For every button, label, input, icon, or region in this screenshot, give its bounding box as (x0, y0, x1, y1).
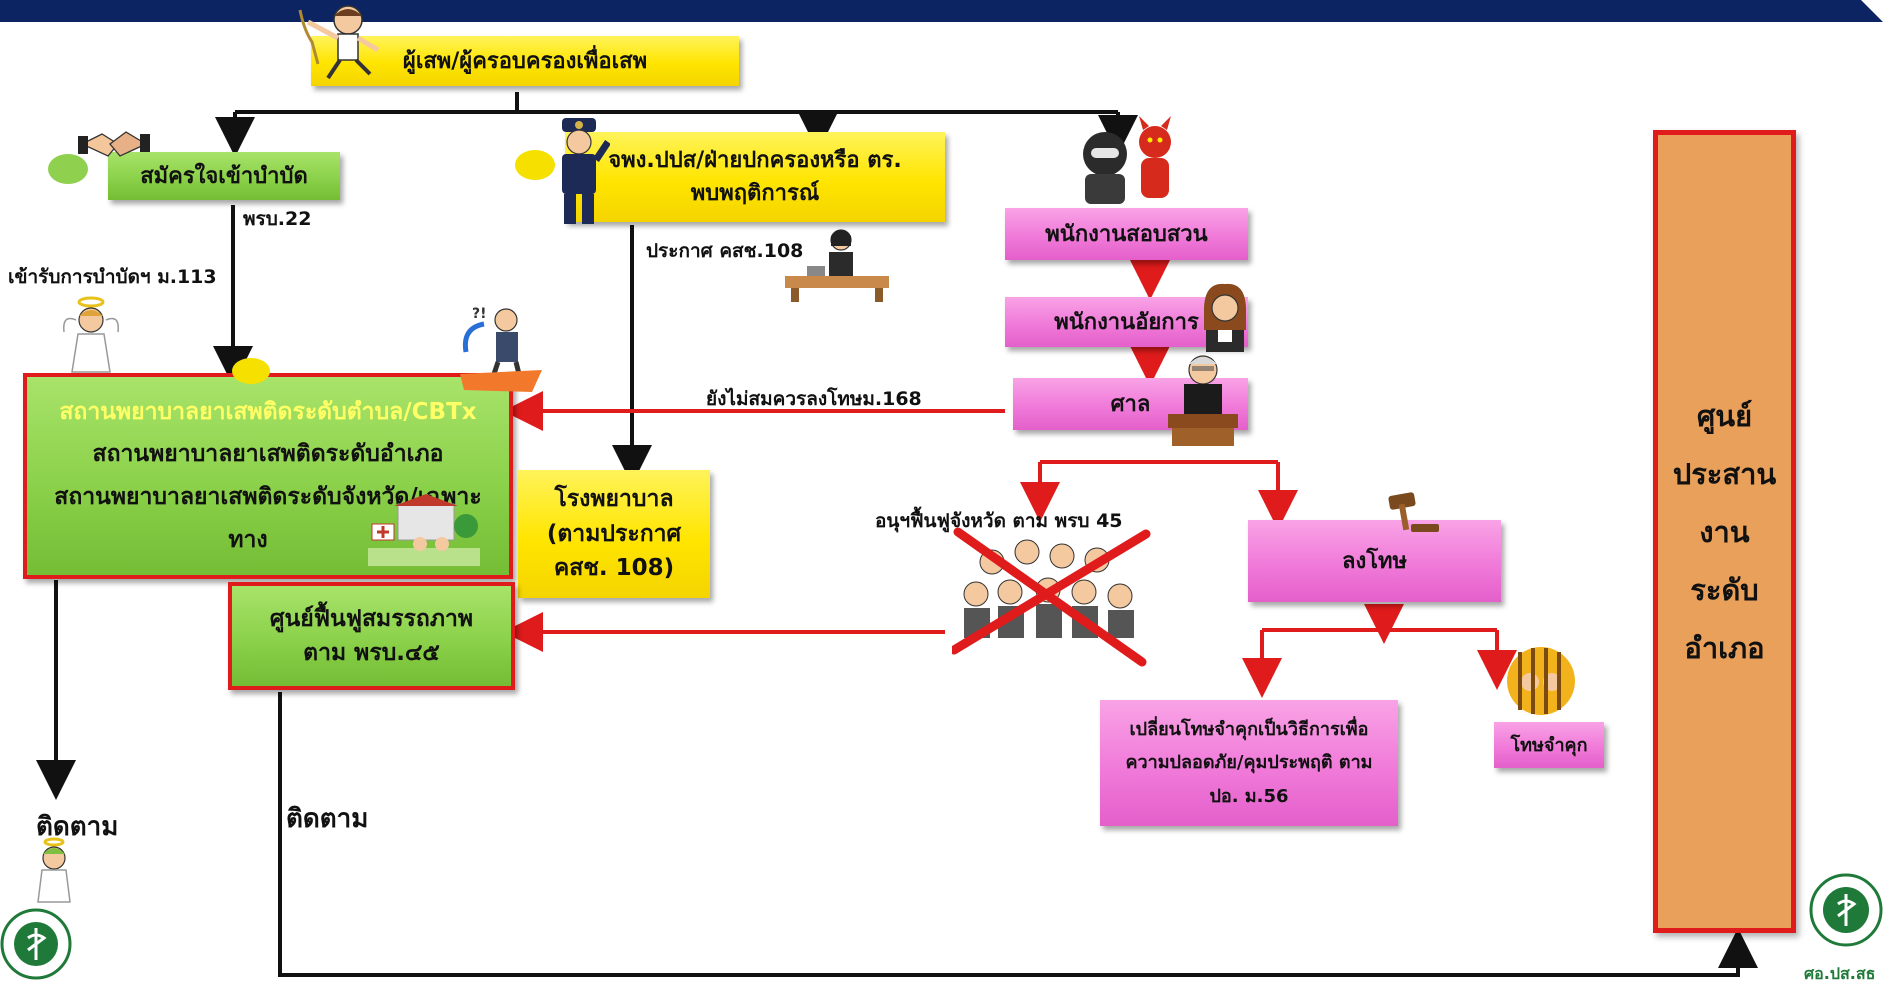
rehab-center-box: ศูนย์ฟื้นฟูสมรรถภาพ ตาม พรบ.๔๕ (228, 582, 515, 690)
black-flow-lines (36, 92, 1758, 977)
coord-line-1: ศูนย์ (1696, 398, 1753, 433)
svg-text:?!: ?! (472, 306, 487, 322)
court-label: ศาล (1110, 391, 1151, 417)
coord-line-2: ประสาน (1672, 456, 1777, 491)
hospital-label-line1: สถานพยาบาลยาเสพติดระดับตำบล/CBTx (59, 398, 477, 425)
corner-org-text: ศอ.ปส.สธ (1804, 964, 1876, 983)
green-oval-marker (48, 154, 88, 184)
prosecutor-woman-icon (1204, 283, 1246, 352)
officer-box: จพง.ปปส/ฝ่ายปกครองหรือ ตร. พบพฤติการณ์ (565, 132, 945, 222)
coord-line-5: อำเภอ (1684, 630, 1765, 665)
hospital-label-line4: ทาง (228, 526, 268, 553)
prosecutor-label: พนักงานอัยการ (1054, 309, 1199, 335)
convert-label-line1: เปลี่ยนโทษจำคุกเป็นวิธีการเพื่อ (1129, 719, 1369, 741)
thief-and-devil-icon (1083, 116, 1171, 204)
prison-label: โทษจำคุก (1510, 734, 1588, 756)
investigator-box: พนักงานสอบสวน (1005, 208, 1248, 260)
officer-label-line1: จพง.ปปส/ฝ่ายปกครองหรือ ตร. (608, 148, 902, 173)
coord-line-3: งาน (1699, 514, 1750, 549)
yellow-oval-marker (232, 358, 270, 384)
convert-label-line2: ความปลอดภัย/คุมประพฤติ ตาม (1125, 752, 1373, 774)
coordination-center-box: ศูนย์ ประสาน งาน ระดับ อำเภอ (1653, 130, 1796, 933)
hospital-label-line2: สถานพยาบาลยาเสพติดระดับอำเภอ (92, 441, 444, 468)
police-officer-icon (562, 118, 610, 224)
announce108-label: ประกาศ คสช.108 (646, 240, 804, 262)
drug-user-label: ผู้เสพ/ผู้ครอบครองเพื่อเสพ (402, 48, 648, 74)
yellow-oval-marker (515, 150, 555, 180)
punish-label: ลงโทษ (1341, 548, 1408, 574)
convert-sentence-box: เปลี่ยนโทษจำคุกเป็นวิธีการเพื่อ ความปลอด… (1100, 700, 1398, 826)
ministry-seal-right-icon (1809, 873, 1883, 947)
gavel-icon (1388, 492, 1439, 532)
rehab-to-center-arrow (278, 692, 1758, 977)
hospital-announcement-box: โรงพยาบาล (ตามประกาศ คสช. 108) (518, 470, 710, 598)
confused-person-icon: ?! (460, 306, 542, 392)
ministry-seal-left-icon (0, 908, 72, 980)
stressed-person-icon (298, 5, 380, 80)
rehab-label-line1: ศูนย์ฟื้นฟูสมรรถภาพ (269, 605, 474, 632)
officer-label-line2: พบพฤติการณ์ (690, 181, 820, 206)
subcommittee45-label: อนุฯฟื้นฟูจังหวัด ตาม พรบ 45 (875, 510, 1123, 532)
convert-label-line3: ปอ. ม.56 (1209, 785, 1289, 807)
voluntary-box: สมัครใจเข้าบำบัด (108, 152, 340, 200)
hospital2-label-line2: (ตามประกาศ (546, 520, 682, 547)
crossed-crowd-icon (952, 527, 1151, 667)
prison-bars-icon (1507, 647, 1575, 715)
not-punish168-label: ยังไม่สมควรลงโทษม.168 (706, 388, 922, 410)
clinic-illustration-icon (368, 494, 480, 566)
voluntary-label: สมัครใจเข้าบำบัด (140, 163, 308, 189)
coord-line-4: ระดับ (1690, 572, 1759, 607)
red-flow-lines (503, 260, 1517, 698)
act22-label: พรบ.22 (243, 208, 312, 230)
header-bar (0, 0, 1883, 22)
rehab-label-line2: ตาม พรบ.๔๕ (303, 640, 440, 666)
office-worker-icon (785, 229, 889, 302)
judge-icon (1168, 355, 1238, 446)
follow-up-left-label: ติดตาม (36, 812, 119, 842)
hospital2-label-line3: คสช. 108) (553, 555, 675, 582)
investigator-label: พนักงานสอบสวน (1045, 221, 1208, 247)
follow-up-mid-label: ติดตาม (286, 804, 369, 834)
prison-box: โทษจำคุก (1494, 722, 1604, 768)
punish-box: ลงโทษ (1248, 520, 1501, 602)
drug-user-box: ผู้เสพ/ผู้ครอบครองเพื่อเสพ (311, 36, 739, 86)
angel-icon (63, 296, 119, 373)
hospital2-label-line1: โรงพยาบาล (554, 486, 674, 513)
treatment113-label: เข้ารับการบำบัดฯ ม.113 (8, 266, 217, 288)
angel-followup-icon (37, 837, 71, 903)
handshake-icon (78, 131, 150, 157)
